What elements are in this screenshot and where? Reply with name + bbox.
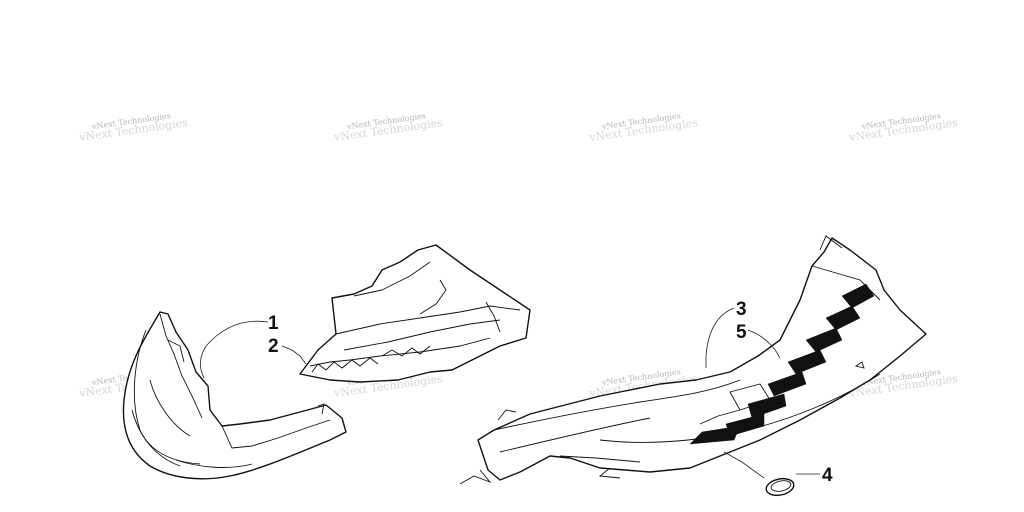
callout-3: 3: [736, 299, 747, 320]
callout-2: 2: [268, 336, 279, 357]
leader-lines: [200, 307, 820, 479]
callout-4: 4: [822, 465, 833, 486]
callout-5: 5: [736, 322, 747, 343]
side-panel-part: [459, 235, 927, 485]
front-bumper-part: [122, 311, 347, 480]
callout-1: 1: [268, 313, 279, 334]
cap-plug-part: [765, 477, 795, 497]
floor-pan-part: [299, 244, 531, 383]
